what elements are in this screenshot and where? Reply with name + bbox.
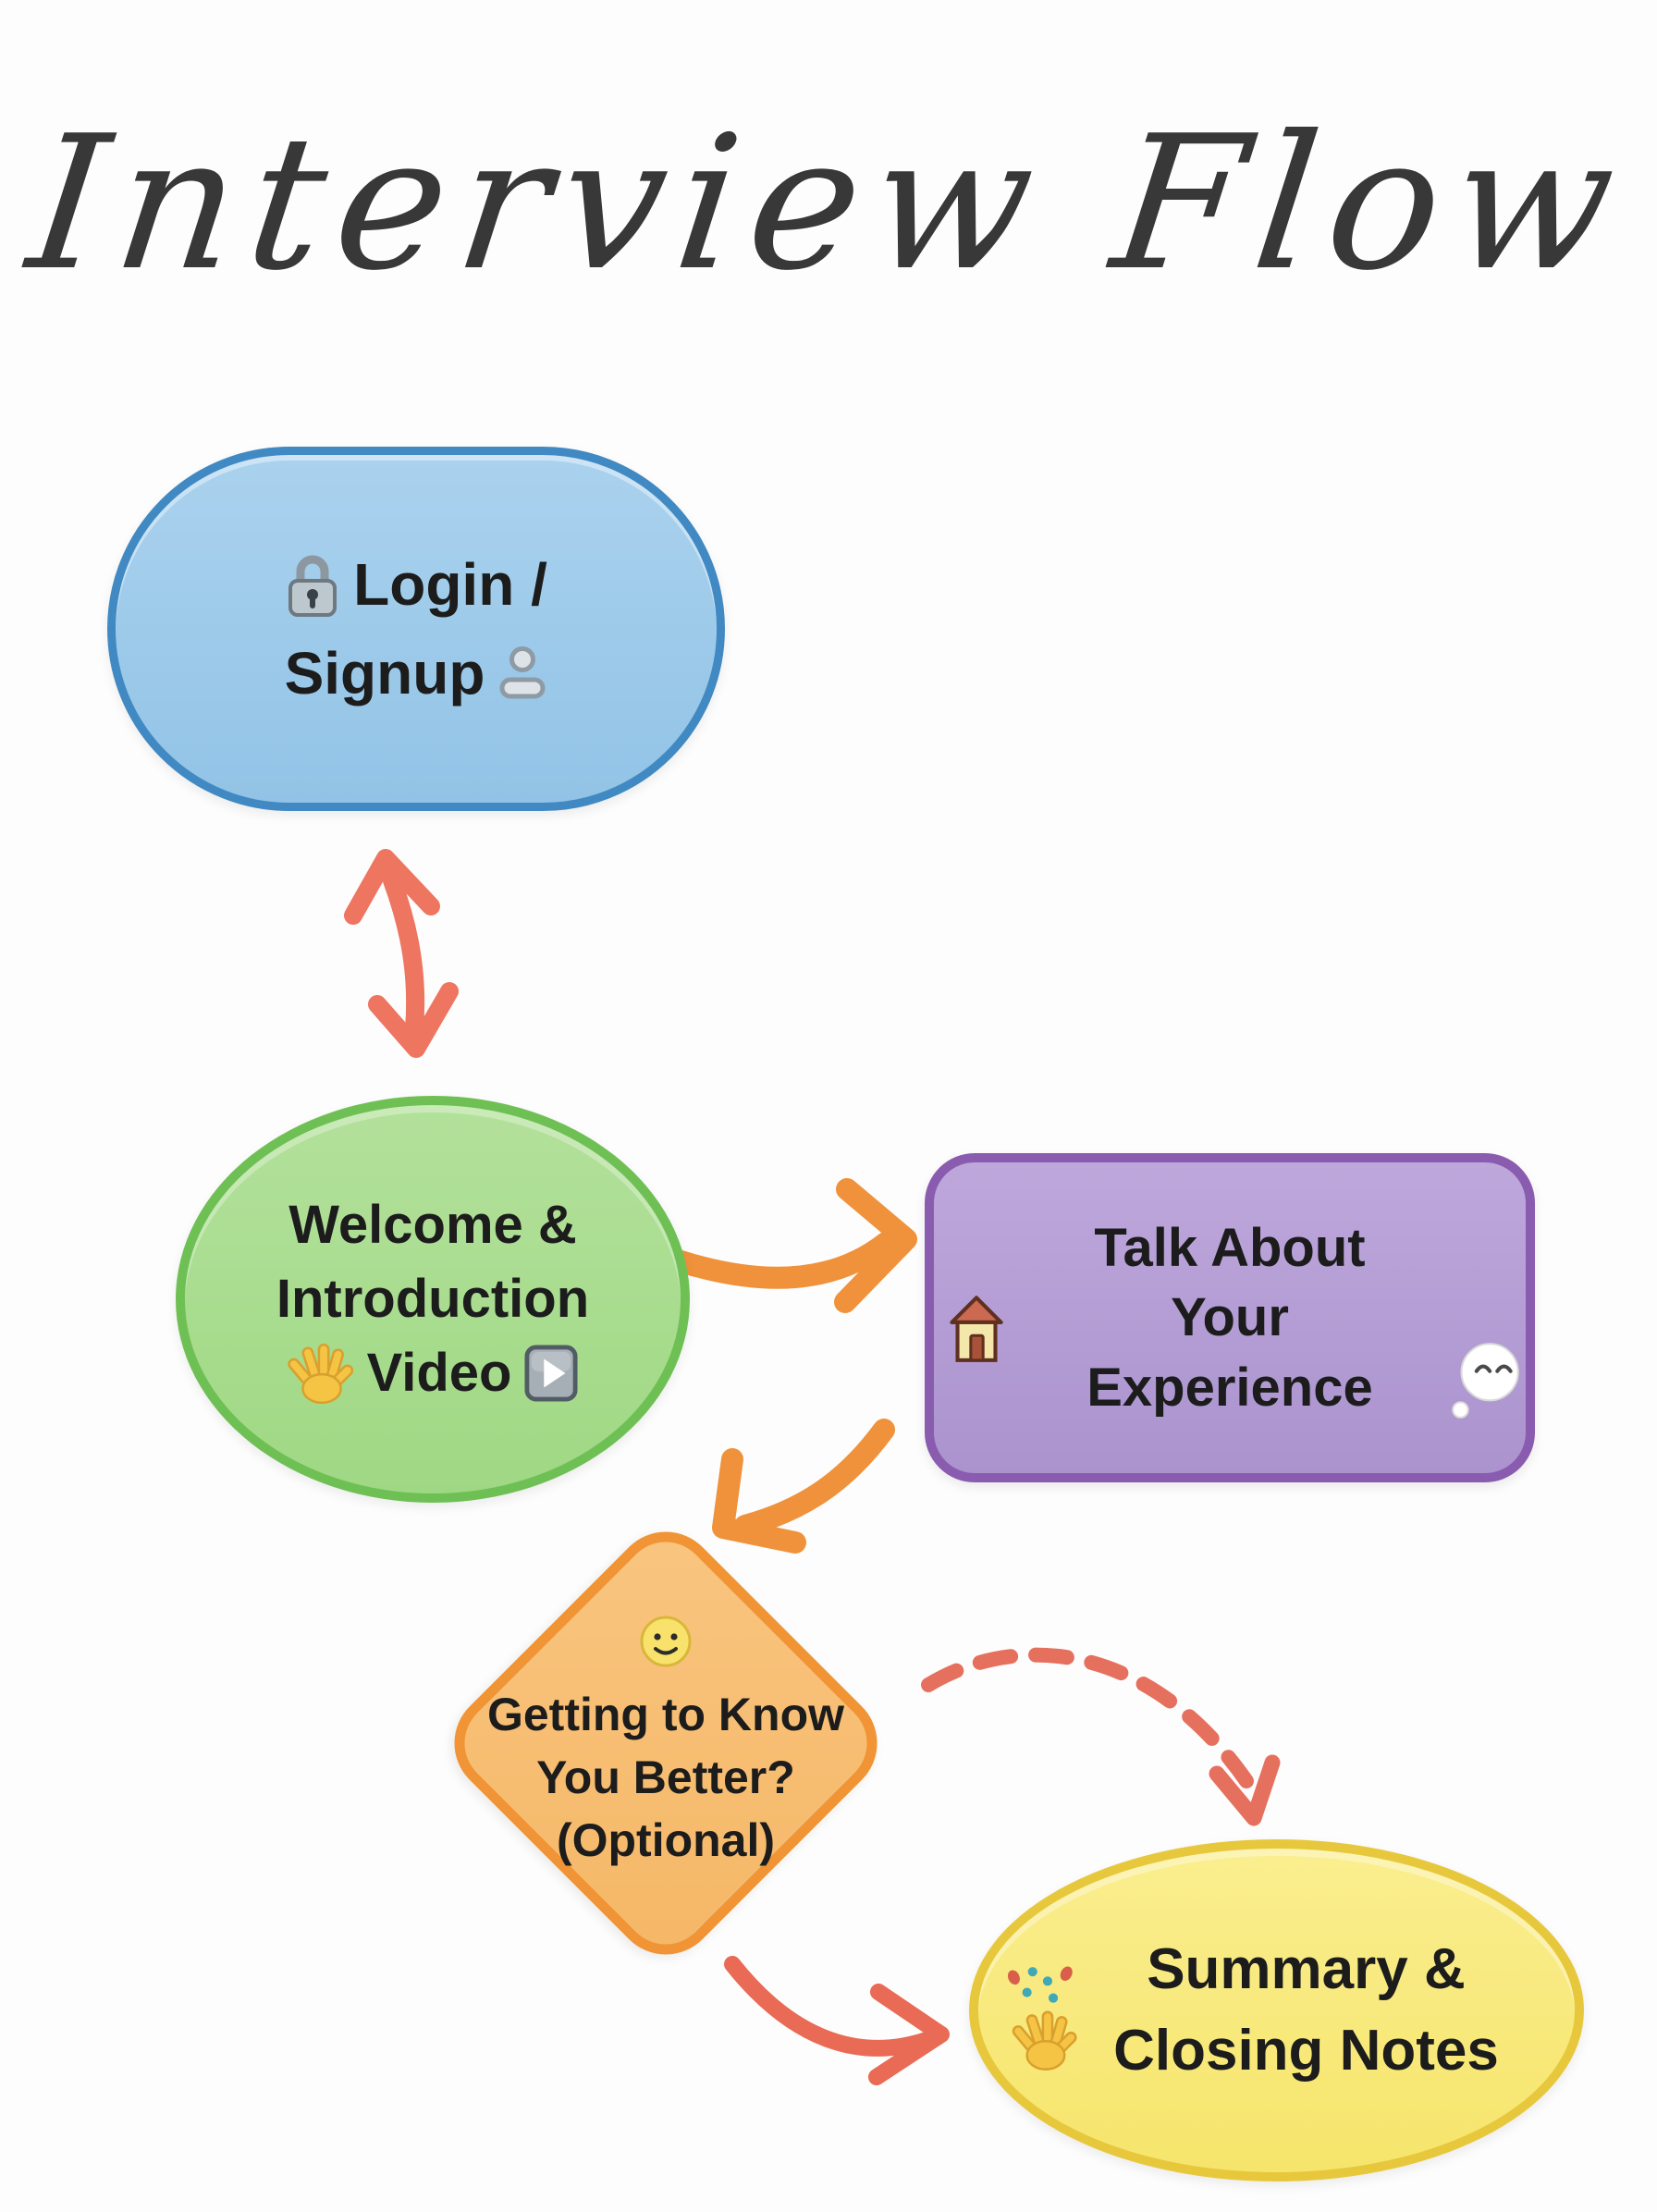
node-getting-to-know-optional: Getting to Know You Better? (Optional) <box>433 1510 899 1976</box>
node-login-signup: Login / Signup <box>107 447 725 811</box>
arrow-getting-summary-solid <box>724 1956 950 2085</box>
smiley-icon <box>639 1615 693 1668</box>
house-icon <box>947 1286 1006 1366</box>
node-welcome-introduction-video: Welcome & Introduction Video <box>176 1096 690 1503</box>
lock-icon <box>285 551 340 618</box>
arrow-talk-getting <box>712 1419 895 1554</box>
celebration-hand-icon <box>999 1948 1102 2079</box>
arrow-login-welcome <box>344 849 459 1058</box>
waving-hand-icon <box>287 1340 354 1407</box>
person-icon <box>497 645 547 702</box>
node-getting-line2: You Better? <box>536 1751 795 1803</box>
play-button-icon <box>524 1345 578 1402</box>
thought-bubble-icon <box>1448 1340 1520 1429</box>
node-welcome-line1: Welcome & <box>288 1194 577 1255</box>
node-talk-line2: Your <box>1171 1287 1289 1348</box>
node-login-line2: Signup <box>284 640 485 707</box>
node-talk-line1: Talk About <box>1094 1217 1366 1278</box>
node-talk-about-experience: Talk About Your Experience <box>925 1153 1535 1482</box>
node-login-line1: Login / <box>353 551 547 618</box>
node-getting-line1: Getting to Know <box>486 1689 845 1740</box>
node-summary-line2: Closing Notes <box>1113 2019 1499 2083</box>
node-welcome-line3: Video <box>366 1343 512 1404</box>
node-welcome-line2: Introduction <box>276 1268 590 1329</box>
node-getting-line3: (Optional) <box>556 1814 776 1866</box>
node-summary-line1: Summary & <box>1147 1936 1466 2001</box>
node-talk-line3: Experience <box>1086 1357 1373 1418</box>
arrow-welcome-talk <box>669 1178 917 1313</box>
node-summary-closing-notes: Summary & Closing Notes <box>969 1839 1584 2181</box>
arrow-getting-summary-dashed <box>921 1647 1281 1826</box>
